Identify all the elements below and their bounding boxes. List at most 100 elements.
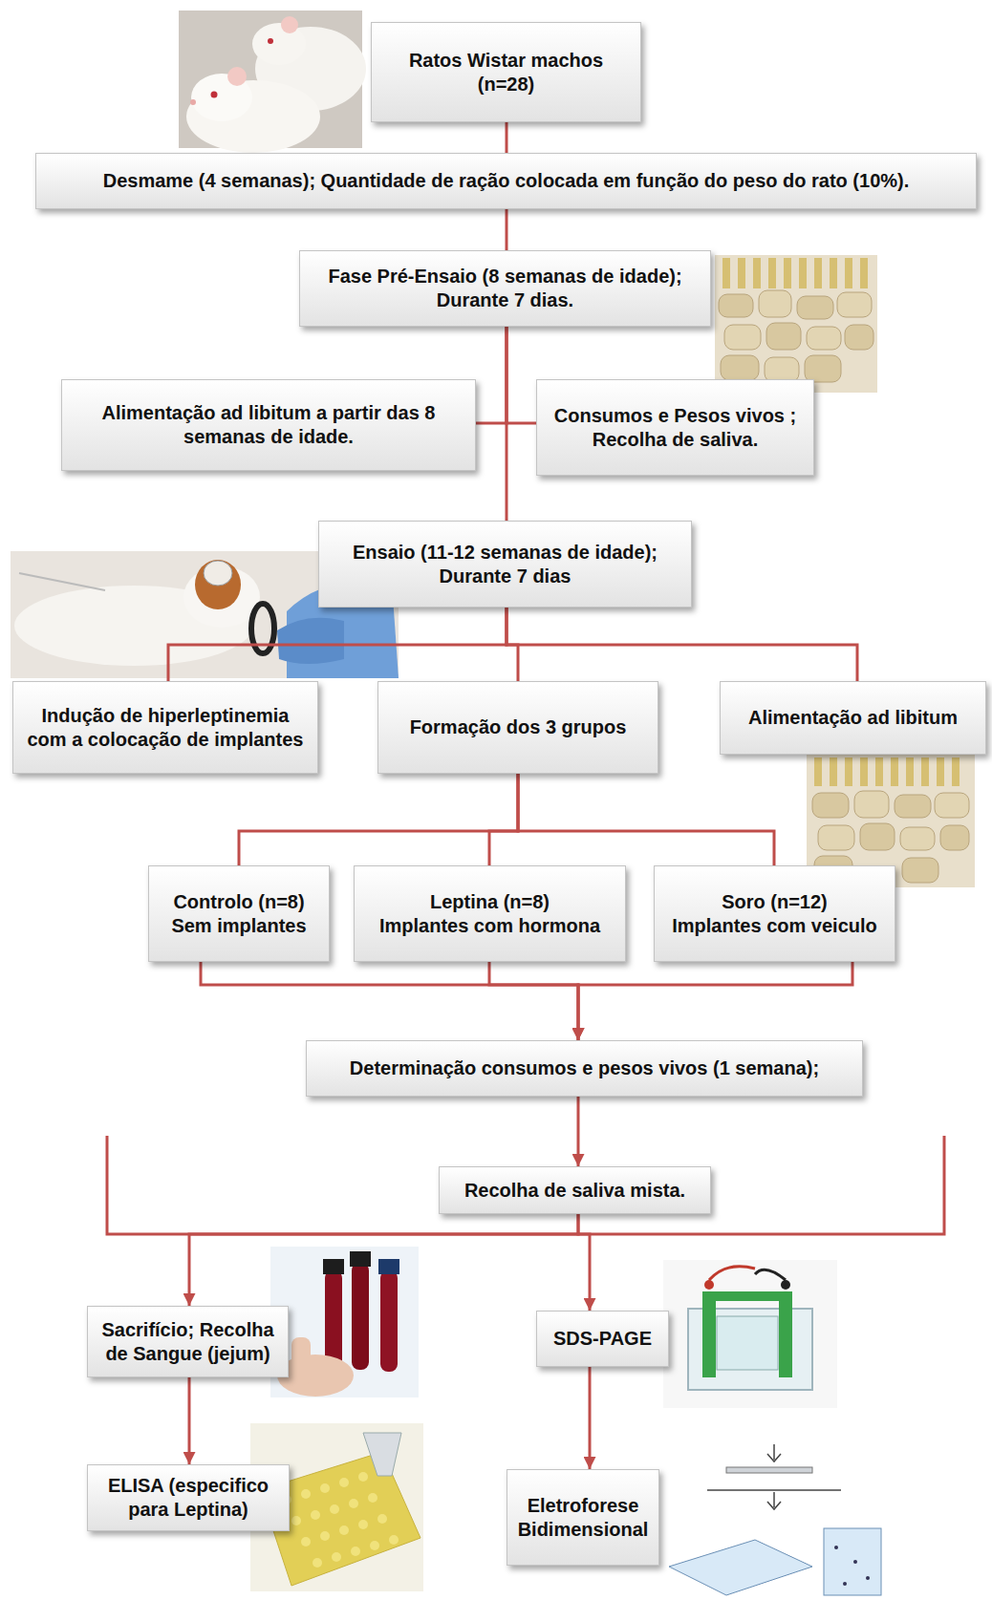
- rats-photo-part: [190, 99, 196, 106]
- elisa-plate-photo-part: [388, 1535, 399, 1546]
- box-text: Sacrifício; Recolha de Sangue (jejum): [97, 1318, 279, 1367]
- two-d-electrophoresis-scheme: [658, 1439, 899, 1600]
- process-box: Ratos Wistar machos(n=28): [370, 21, 642, 123]
- pellets-photo-part: [758, 290, 792, 318]
- process-box: Controlo (n=8)Sem implantes: [148, 865, 330, 963]
- pellets-photo-part: [818, 825, 855, 851]
- pellets-photo-part: [806, 326, 842, 350]
- pellets-photo-part: [797, 296, 834, 320]
- box-text: (n=28): [477, 72, 535, 97]
- elisa-plate-photo-part: [301, 1489, 311, 1500]
- pellets-photo-part: [860, 823, 895, 851]
- electrophoresis-apparatus-photo-part: [754, 1270, 786, 1281]
- connector-line: [489, 774, 518, 866]
- connector-line: [517, 774, 775, 866]
- pellets-photo-part: [829, 757, 838, 787]
- connector-line: [577, 1097, 581, 1167]
- connector-line: [489, 962, 579, 1041]
- pellets-photo-part: [812, 793, 849, 819]
- blood-tubes-photo-part: [380, 1271, 398, 1373]
- box-text: Leptina (n=8): [430, 890, 550, 915]
- elisa-plate-photo-part: [301, 1537, 311, 1548]
- pellets-photo-part: [900, 827, 935, 851]
- connector-line: [505, 326, 509, 521]
- box-text: Recolha de saliva.: [592, 428, 758, 453]
- pellets-photo-part: [783, 258, 792, 289]
- pellets-photo-part: [766, 323, 801, 350]
- elisa-plate-photo-part: [310, 1510, 321, 1521]
- elisa-plate-photo-part: [369, 1541, 380, 1552]
- blood-tubes-photo: [270, 1247, 419, 1399]
- elisa-plate-photo-part: [377, 1514, 388, 1525]
- pellets-photo-part: [890, 757, 899, 787]
- box-text: Ratos Wistar machos: [409, 48, 604, 73]
- process-box: Soro (n=12)Implantes com veiculo: [653, 865, 896, 963]
- surgery-photo-part: [194, 560, 241, 610]
- pellets-photo-part: [844, 324, 874, 350]
- pellets-photo: [714, 255, 878, 393]
- elisa-plate-photo-part: [331, 1552, 342, 1563]
- elisa-plate-photo-part: [339, 1526, 349, 1536]
- rats-photo-part: [227, 66, 247, 87]
- elisa-plate-photo-part: [358, 1520, 368, 1531]
- two-d-electrophoresis-scheme-part: [834, 1546, 839, 1551]
- box-text: ELISA (especifico para Leptina): [97, 1474, 280, 1523]
- process-box: SDS-PAGE: [536, 1311, 669, 1368]
- pellets-photo-part: [844, 258, 853, 289]
- process-box: Alimentação ad libitum: [719, 681, 987, 755]
- rats-photo-part: [252, 22, 306, 65]
- box-text: Fase Pré-Ensaio (8 semanas de idade);: [327, 264, 682, 289]
- pellets-photo-part: [860, 258, 868, 289]
- box-text: Recolha de saliva mista.: [464, 1179, 686, 1204]
- electrophoresis-apparatus-photo-part: [716, 1316, 778, 1371]
- elisa-plate-photo-part: [329, 1505, 340, 1515]
- surgery-photo-part: [203, 560, 233, 586]
- rats-photo-part: [211, 91, 218, 99]
- process-box: Alimentação ad libitum a partir das 8 se…: [61, 379, 476, 472]
- pellets-photo-part: [724, 324, 761, 350]
- box-text: Implantes com veiculo: [671, 914, 878, 939]
- connector-line: [506, 607, 858, 682]
- electrophoresis-apparatus-photo-part: [702, 1292, 716, 1379]
- pellets-photo-part: [768, 258, 777, 289]
- connector-line: [505, 209, 509, 251]
- elisa-plate-photo-part: [320, 1531, 330, 1542]
- box-text: SDS-PAGE: [553, 1327, 652, 1352]
- blood-tubes-photo-part: [270, 1247, 419, 1399]
- bracket-line-part: [107, 1136, 945, 1235]
- process-box: Consumos e Pesos vivos ;Recolha de saliv…: [536, 379, 815, 476]
- blood-tubes-photo-part: [277, 1355, 354, 1398]
- two-d-electrophoresis-scheme-part: [865, 1576, 870, 1581]
- process-box: Recolha de saliva mista.: [438, 1166, 712, 1215]
- bracket-line: [107, 1136, 945, 1235]
- two-d-electrophoresis-scheme-part: [707, 1489, 842, 1492]
- pellets-photo-part: [844, 757, 853, 787]
- box-text: Durante 7 dias: [439, 564, 572, 589]
- pellets-photo-part: [804, 355, 842, 383]
- surgery-photo-part: [277, 618, 345, 665]
- two-d-electrophoresis-scheme-part: [668, 1540, 813, 1596]
- two-d-electrophoresis-scheme-part: [658, 1439, 899, 1600]
- box-text: Sem implantes: [171, 914, 306, 939]
- two-d-electrophoresis-scheme-part: [767, 1444, 781, 1463]
- pellets-photo-part: [854, 791, 889, 819]
- two-d-electrophoresis-scheme-part: [726, 1467, 813, 1474]
- process-box: Fase Pré-Ensaio (8 semanas de idade);Dur…: [299, 250, 712, 327]
- two-d-electrophoresis-scheme-part: [842, 1582, 847, 1587]
- pellets-photo-part: [718, 294, 754, 318]
- process-box: Eletroforese Bidimensional: [506, 1469, 660, 1567]
- connector-line: [238, 774, 518, 866]
- connector-line: [475, 326, 507, 424]
- electrophoresis-apparatus-photo-part: [778, 1292, 793, 1379]
- surgery-photo-part: [19, 573, 106, 591]
- two-d-electrophoresis-scheme-part: [767, 1492, 781, 1510]
- pellets-photo-part: [714, 255, 878, 393]
- electrophoresis-apparatus-photo-part: [780, 1280, 791, 1291]
- elisa-plate-photo-part: [367, 1493, 378, 1504]
- elisa-plate-photo-part: [350, 1547, 361, 1557]
- blood-tubes-photo-part: [351, 1263, 369, 1371]
- blood-tubes-photo-part: [323, 1259, 345, 1275]
- process-box: Determinação consumos e pesos vivos (1 s…: [305, 1040, 863, 1098]
- pellets-photo-part: [753, 258, 761, 289]
- pellets-photo-part: [837, 292, 872, 318]
